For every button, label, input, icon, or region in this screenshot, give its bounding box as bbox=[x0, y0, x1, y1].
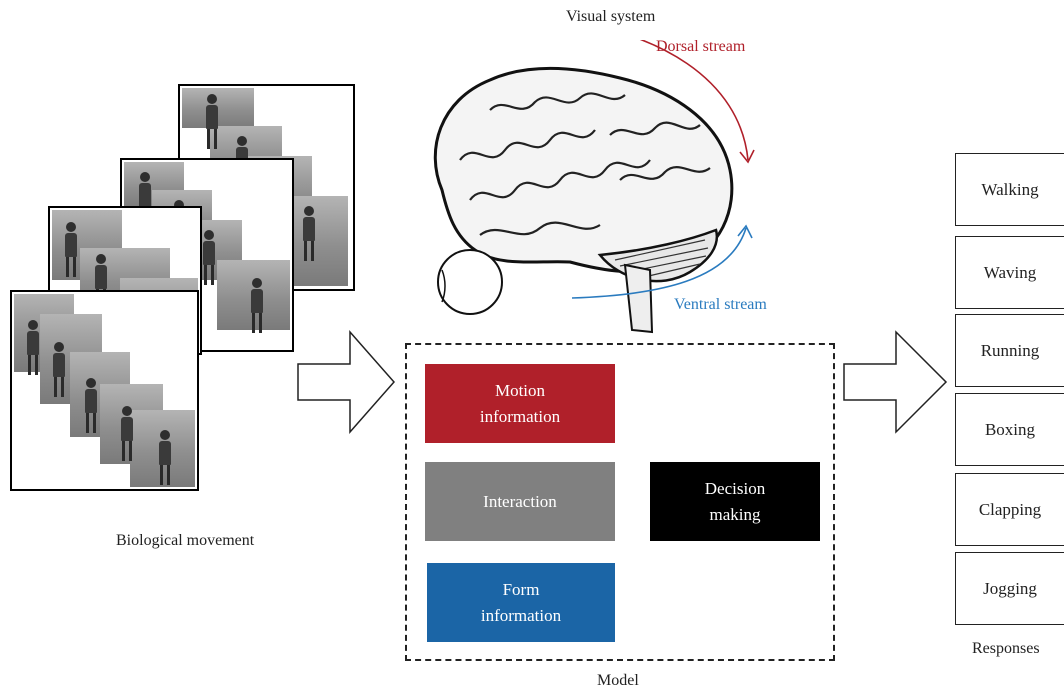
form-information-block: Form information bbox=[427, 563, 615, 642]
brain-illustration bbox=[433, 40, 755, 334]
biological-movement-label: Biological movement bbox=[116, 532, 255, 549]
interaction-block: Interaction bbox=[425, 462, 615, 541]
motion-information-label: Motion information bbox=[479, 381, 561, 426]
dorsal-stream-label: Dorsal stream bbox=[656, 38, 746, 55]
interaction-label: Interaction bbox=[483, 491, 557, 511]
decision-making-block: Decision making bbox=[650, 462, 820, 541]
response-walking: Walking bbox=[955, 153, 1064, 226]
ventral-stream-label: Ventral stream bbox=[674, 296, 767, 313]
model-box bbox=[405, 343, 835, 661]
responses-label: Responses bbox=[972, 640, 1040, 657]
response-waving: Waving bbox=[955, 236, 1064, 309]
response-running: Running bbox=[955, 314, 1064, 387]
input-arrow bbox=[297, 330, 395, 434]
response-boxing: Boxing bbox=[955, 393, 1064, 466]
response-clapping: Clapping bbox=[955, 473, 1064, 546]
form-information-label: Form information bbox=[480, 580, 562, 625]
frame-running bbox=[10, 290, 199, 491]
response-jogging: Jogging bbox=[955, 552, 1064, 625]
visual-system-title: Visual system bbox=[566, 8, 656, 25]
decision-making-label: Decision making bbox=[704, 479, 766, 524]
output-arrow bbox=[843, 330, 948, 434]
motion-information-block: Motion information bbox=[425, 364, 615, 443]
model-label: Model bbox=[597, 672, 639, 689]
